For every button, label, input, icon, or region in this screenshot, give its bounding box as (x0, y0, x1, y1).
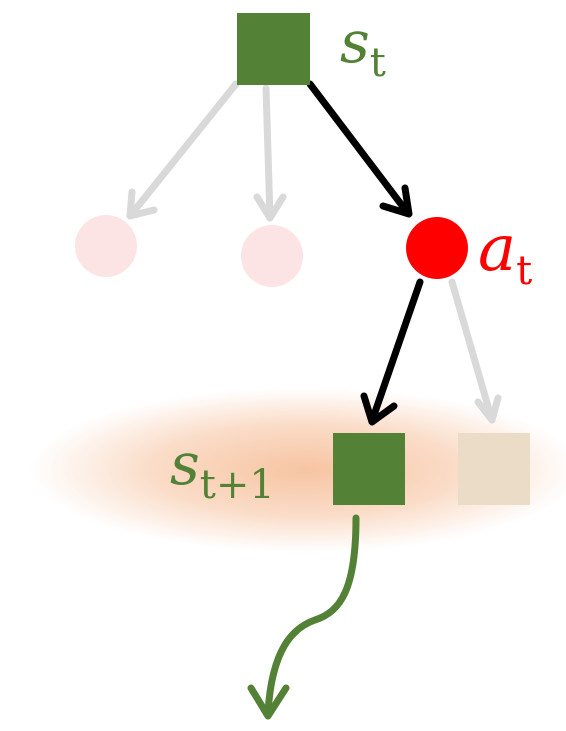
faded-transition-arrow (448, 278, 502, 424)
next-state-label-sub: t+1 (200, 462, 275, 508)
next-state-highlight (30, 388, 566, 552)
chosen-transition-arrowhead (360, 392, 398, 426)
root-state-label: st (340, 8, 386, 86)
trajectory-arrow (247, 514, 360, 720)
root-state-label-base: s (340, 8, 370, 76)
action-label-base: a (478, 212, 516, 286)
next-state-label-base: s (170, 430, 200, 498)
faded-arrowhead-left (126, 188, 158, 220)
chosen-transition-arrow (360, 278, 424, 426)
action-node (406, 217, 468, 279)
root-state-node (237, 13, 310, 85)
trajectory-arrowhead (247, 684, 290, 720)
next-state-node (333, 433, 405, 505)
next-state-label: st+1 (170, 430, 275, 508)
root-state-label-sub: t (370, 40, 386, 86)
faded-action-node-left (75, 215, 137, 277)
action-label-sub: t (516, 248, 532, 294)
chosen-action-arrow (306, 80, 413, 218)
faded-action-node-middle (241, 225, 303, 287)
action-label: at (478, 212, 532, 294)
faded-arrow-middle (262, 84, 274, 222)
faded-arrow-left (126, 80, 240, 220)
faded-arrowhead-transition (474, 394, 502, 424)
faded-next-state-node (458, 433, 530, 505)
faded-arrowhead-middle (253, 193, 287, 222)
faded-action-arrows (126, 80, 287, 222)
chosen-action-arrowhead (379, 184, 413, 218)
